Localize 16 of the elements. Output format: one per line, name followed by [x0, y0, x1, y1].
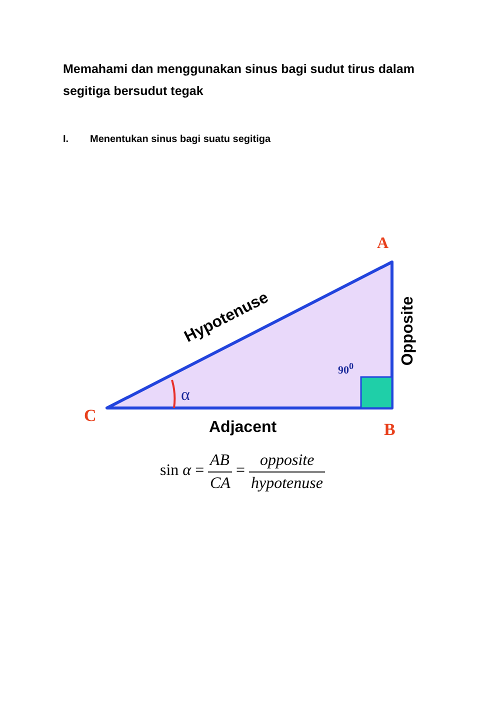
formula-text: = — [236, 463, 246, 479]
angle-label: 90$^{0}$ — [338, 362, 354, 377]
formula-text: hypotenuse — [251, 476, 323, 492]
formula-text: CA — [210, 476, 230, 492]
side-label: Opposite — [400, 296, 416, 366]
vertex-label: A — [377, 236, 389, 252]
formula-text: sin α = — [160, 463, 204, 479]
section-heading: Menentukan sinus bagi suatu segitiga — [90, 135, 271, 145]
side-label: Adjacent — [209, 420, 277, 436]
vertex-label: C — [84, 407, 96, 424]
vertex-label: B — [384, 421, 396, 438]
formula-text: AB — [210, 453, 230, 469]
angle-symbol: α — [181, 386, 190, 403]
section-number: I. — [63, 135, 69, 145]
formula-text: opposite — [260, 453, 314, 469]
heading: Memahami dan menggunakan sinus bagi sudut tirus dalam segitiga bersudut tegak — [63, 61, 416, 100]
